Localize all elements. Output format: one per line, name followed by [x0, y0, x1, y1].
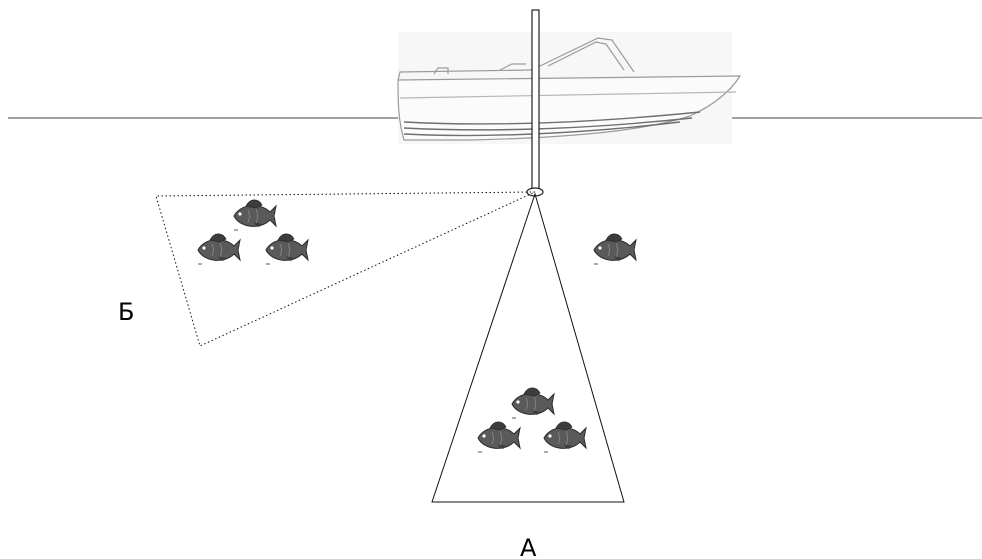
down-beam-label: А	[520, 534, 537, 559]
side-beam-fish-school	[197, 199, 309, 265]
transducer-pole	[531, 9, 540, 193]
fish-icon	[543, 421, 587, 453]
fish-icon	[233, 199, 277, 231]
side-beam-cone	[155, 191, 536, 347]
boat-icon	[397, 32, 742, 144]
fish-icon	[265, 233, 309, 265]
fish-icon	[593, 233, 637, 265]
fish-icon	[477, 421, 521, 453]
side-beam-label: Б	[118, 298, 134, 326]
down-beam-fish-school	[477, 387, 587, 453]
fish-icon	[511, 387, 555, 419]
fish-icon	[197, 233, 241, 265]
down-beam-cone	[431, 192, 625, 503]
